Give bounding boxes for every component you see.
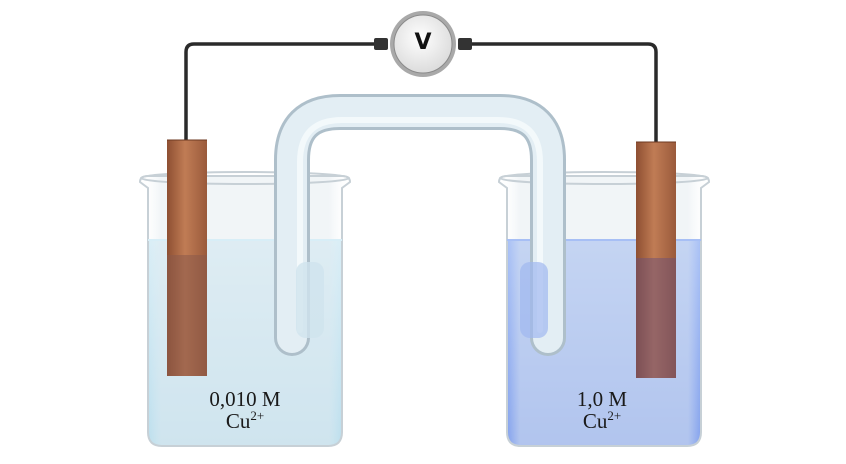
left-ion-base: Cu	[225, 409, 251, 434]
right-concentration: 1,0 M	[576, 387, 628, 411]
salt-bridge	[274, 94, 566, 356]
right-ion-base: Cu	[582, 409, 608, 434]
left-solution-label: 0,010 M Cu2+	[195, 388, 295, 432]
left-ion: Cu2+	[195, 408, 295, 434]
right-solution-label: 1,0 M Cu2+	[552, 388, 652, 432]
right-copper-electrode	[636, 141, 676, 378]
voltmeter	[374, 11, 472, 77]
left-copper-electrode	[167, 139, 207, 376]
left-concentration: 0,010 M	[209, 387, 281, 411]
left-wire	[184, 42, 380, 140]
voltmeter-symbol: V	[414, 30, 432, 55]
right-wire	[466, 42, 658, 142]
right-ion-charge: 2+	[607, 408, 622, 424]
left-ion-charge: 2+	[250, 408, 265, 424]
right-ion: Cu2+	[552, 408, 652, 434]
